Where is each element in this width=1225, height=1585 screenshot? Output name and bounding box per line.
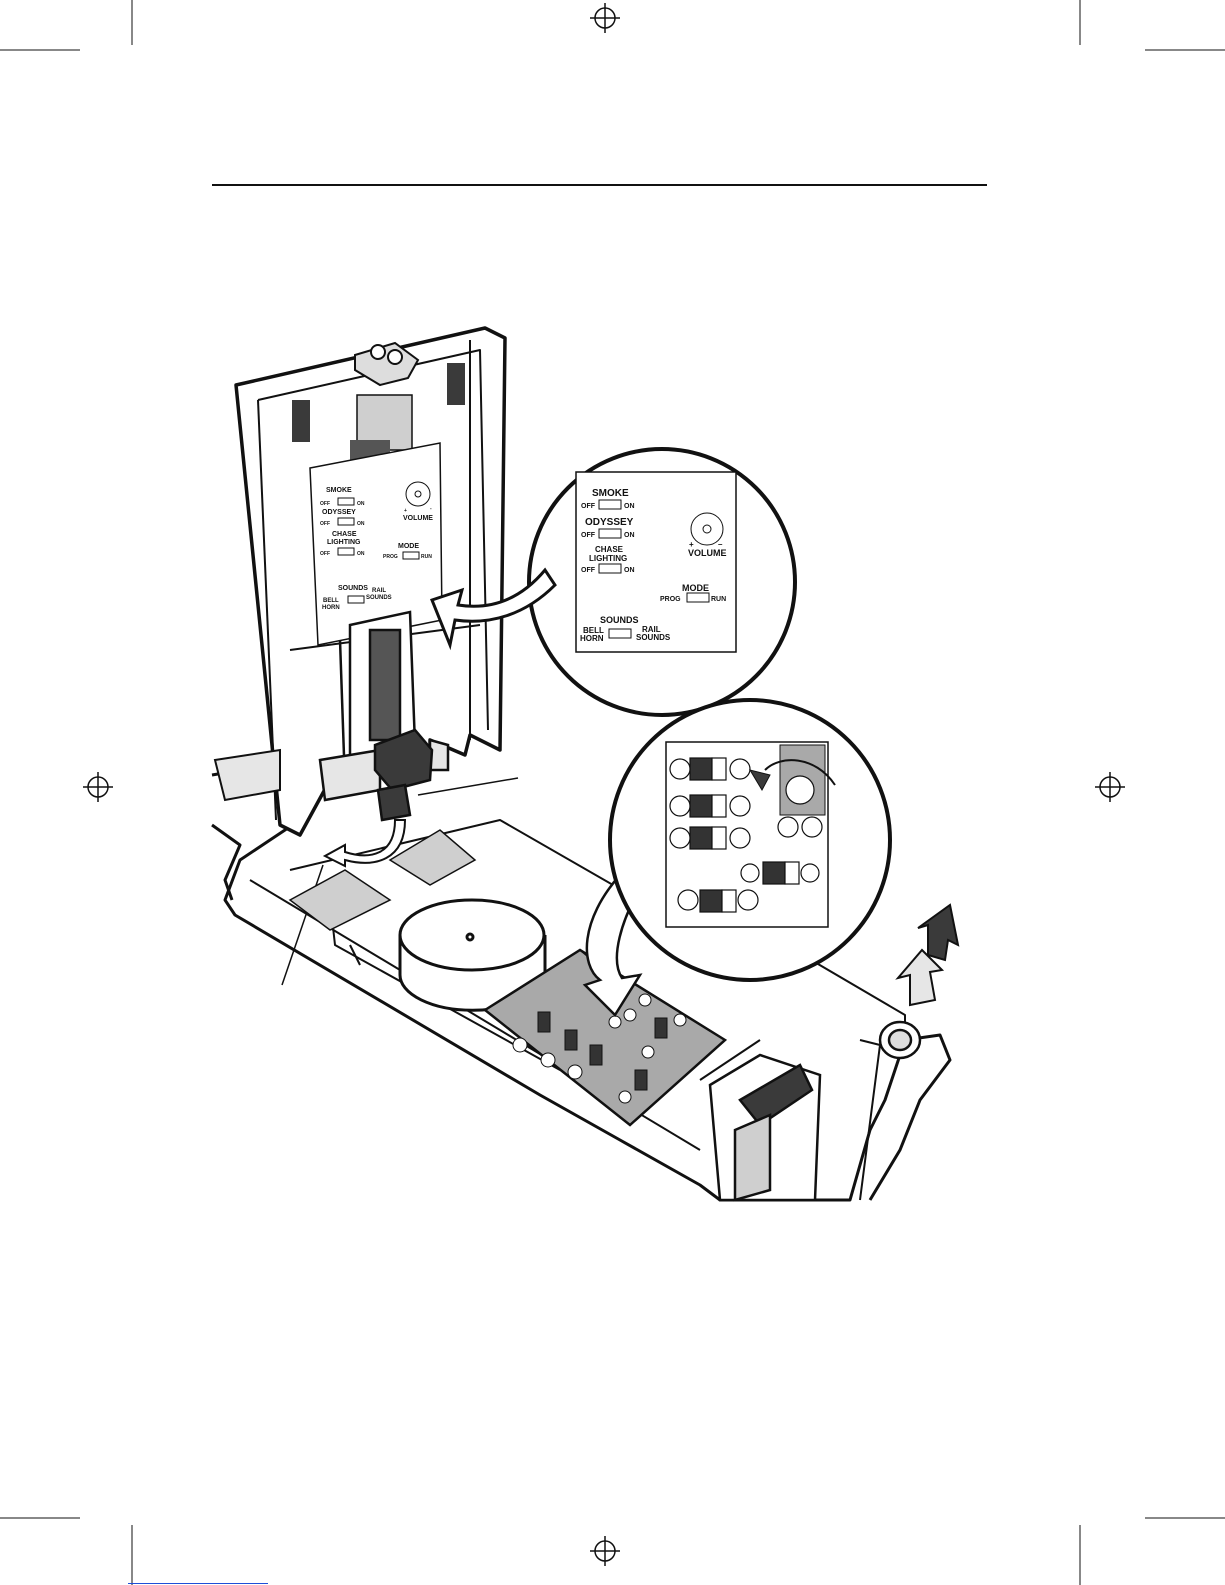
mode-label: MODE bbox=[682, 583, 709, 593]
zoom-bubble-labels bbox=[529, 449, 795, 715]
svg-text:SOUNDS: SOUNDS bbox=[366, 595, 392, 601]
svg-text:BELL: BELL bbox=[323, 598, 339, 604]
small-volume-label: VOLUME bbox=[403, 515, 433, 522]
svg-text:LIGHTING: LIGHTING bbox=[589, 554, 627, 563]
svg-text:HORN: HORN bbox=[580, 634, 604, 643]
svg-text:ON: ON bbox=[624, 503, 635, 510]
svg-text:OFF: OFF bbox=[581, 503, 596, 510]
svg-text:ON: ON bbox=[357, 521, 365, 527]
svg-text:ON: ON bbox=[624, 532, 635, 539]
svg-text:SOUNDS: SOUNDS bbox=[636, 633, 671, 642]
latch-right bbox=[447, 363, 465, 405]
odyssey-label: ODYSSEY bbox=[585, 517, 634, 528]
svg-text:ON: ON bbox=[357, 501, 365, 507]
mounting-post bbox=[880, 1022, 920, 1058]
latch-left bbox=[292, 400, 310, 442]
sounds-label: SOUNDS bbox=[600, 615, 639, 625]
volume-label: VOLUME bbox=[688, 548, 727, 558]
svg-text:OFF: OFF bbox=[320, 521, 330, 527]
zoom-bubble-board bbox=[610, 700, 890, 980]
svg-text:OFF: OFF bbox=[581, 532, 596, 539]
small-mode-label: MODE bbox=[398, 543, 419, 550]
svg-text:LIGHTING: LIGHTING bbox=[327, 539, 361, 546]
svg-text:CHASE: CHASE bbox=[595, 545, 624, 554]
svg-text:RAIL: RAIL bbox=[372, 588, 386, 594]
svg-text:+: + bbox=[404, 508, 407, 514]
footer-link-underline[interactable] bbox=[128, 1583, 268, 1584]
svg-text:RUN: RUN bbox=[421, 554, 432, 560]
svg-text:ON: ON bbox=[624, 567, 635, 574]
svg-text:OFF: OFF bbox=[581, 567, 596, 574]
svg-text:HORN: HORN bbox=[322, 605, 340, 611]
small-sounds-label: SOUNDS bbox=[338, 585, 368, 592]
svg-text:OFF: OFF bbox=[320, 551, 330, 557]
svg-text:PROG: PROG bbox=[660, 596, 681, 603]
svg-text:RUN: RUN bbox=[711, 596, 726, 603]
callout-line bbox=[418, 778, 518, 795]
small-smoke-label: SMOKE bbox=[326, 487, 352, 494]
svg-text:PROG: PROG bbox=[383, 554, 398, 560]
lift-arrow-icon bbox=[898, 905, 958, 1005]
smoke-unit bbox=[710, 1055, 820, 1200]
svg-text:OFF: OFF bbox=[320, 501, 330, 507]
coupler-box bbox=[215, 750, 280, 800]
smoke-label: SMOKE bbox=[592, 488, 629, 499]
small-odyssey-label: ODYSSEY bbox=[322, 509, 356, 516]
svg-text:ON: ON bbox=[357, 551, 365, 557]
svg-text:CHASE: CHASE bbox=[332, 531, 357, 538]
